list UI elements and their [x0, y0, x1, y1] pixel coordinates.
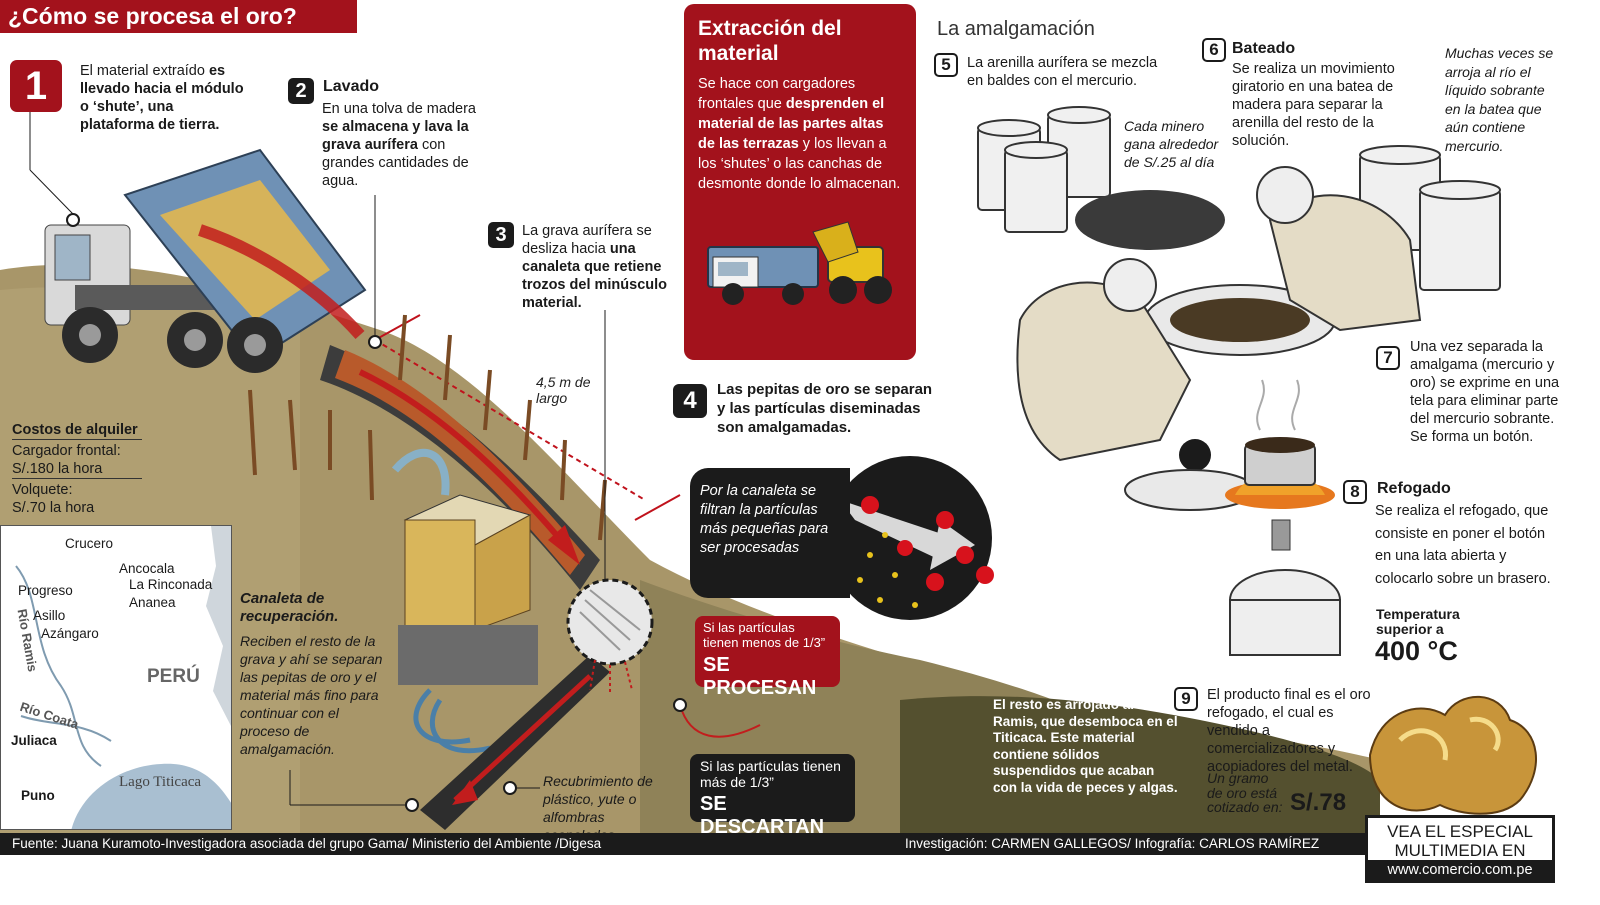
- place-la-rinconada: La Rinconada: [129, 577, 213, 592]
- step-7-text: Una vez separada la amalgama (mercurio y…: [1410, 339, 1560, 445]
- temperature-value: 400 °C: [1375, 636, 1458, 666]
- process-result: SE PROCESAN: [703, 654, 817, 699]
- gold-nuggets-illustration: [1368, 695, 1537, 815]
- place-puno: Puno: [21, 788, 55, 803]
- miner-earnings-note: Cada minero gana alrededor de S/.25 al d…: [1124, 118, 1219, 170]
- river-bed: [900, 696, 1380, 840]
- map-country: PERÚ: [147, 666, 200, 687]
- wooden-hopper-illustration: [398, 494, 538, 685]
- footer-bar: Fuente: Juana Kuramoto-Investigadora aso…: [0, 833, 1365, 855]
- extraction-text: Se hace con cargadores frontales que des…: [698, 76, 901, 192]
- special-url-link[interactable]: www.comercio.com.pe: [1368, 860, 1552, 880]
- step-3-number: 3: [488, 222, 514, 248]
- map-lake: Lago Titicaca: [119, 774, 202, 790]
- step-8-number: 8: [1343, 480, 1367, 504]
- place-asillo: Asillo: [33, 608, 66, 623]
- step-9-text: El producto final es el oro refogado, el…: [1207, 687, 1371, 775]
- dump-truck-illustration: [44, 148, 367, 373]
- step-4-number: 4: [673, 384, 707, 418]
- step-6-text: Se realiza un movimiento giratorio en un…: [1232, 61, 1395, 149]
- amalgamation-illustration: [977, 106, 1501, 656]
- costs-truck-label: Volquete:: [12, 482, 73, 498]
- step-5-number: 5: [934, 53, 958, 77]
- river-note: El resto es arrojado al río Ramis, que d…: [993, 697, 1178, 795]
- step-3-text: La grava aurífera se desliza hacia una c…: [522, 223, 668, 311]
- amalgamation-title: La amalgamación: [937, 18, 1095, 40]
- title-banner: ¿Cómo se procesa el oro?: [0, 0, 357, 33]
- gold-price-label: Un gramo de oro está cotizado en:: [1207, 770, 1283, 815]
- step-8-title: Refogado: [1377, 480, 1451, 497]
- costs-loader-label: Cargador frontal:: [12, 443, 121, 459]
- step-6-number: 6: [1202, 38, 1226, 62]
- place-azangaro: Azángaro: [41, 626, 99, 641]
- gold-price-value: S/.78: [1290, 789, 1347, 816]
- place-progreso: Progreso: [18, 583, 73, 598]
- length-label: 4,5 m de largo: [536, 374, 591, 406]
- lake-titicaca-shape: [71, 763, 231, 829]
- multimedia-special-box[interactable]: VEA EL ESPECIAL MULTIMEDIA EN www.comerc…: [1365, 815, 1555, 883]
- map-shapes: [15, 526, 231, 829]
- place-ancocala: Ancocala: [119, 561, 175, 576]
- costs-title: Costos de alquiler: [12, 422, 142, 440]
- step-2-text: En una tolva de madera se almacena y lav…: [322, 101, 476, 189]
- recovery-title: Canaleta de recuperación.: [240, 590, 339, 625]
- filter-note-text: Por la canaleta se filtran la partículas…: [700, 483, 829, 556]
- place-crucero: Crucero: [65, 536, 114, 551]
- discard-box: Si las partículas tienen más de 1/3” SE …: [690, 754, 855, 838]
- step-4-text: Las pepitas de oro se separan y las part…: [717, 381, 933, 436]
- step-2-title: Lavado: [323, 78, 380, 95]
- extraction-panel: Extracción del material Se hace con carg…: [684, 4, 916, 360]
- step-6-title: Bateado: [1232, 40, 1296, 57]
- special-line-1: VEA EL ESPECIAL: [1387, 822, 1533, 841]
- filter-note-bubble: Por la canaleta se filtran la partículas…: [690, 468, 850, 598]
- costs-truck-price: S/.70 la hora: [12, 500, 95, 516]
- rental-costs: Costos de alquiler Cargador frontal: S/.…: [12, 422, 142, 517]
- special-line-2: MULTIMEDIA EN: [1394, 841, 1526, 860]
- discard-result: SE DESCARTAN: [700, 793, 825, 838]
- costs-loader-price: S/.180 la hora: [12, 460, 142, 479]
- footer-credits: Investigación: CARMEN GALLEGOS/ Infograf…: [905, 836, 1320, 851]
- location-map: Crucero Ancocala La Rinconada Ananea Pro…: [0, 525, 232, 830]
- recovery-text: Reciben el resto de la grava y ahí se se…: [240, 633, 383, 757]
- step-8-text: Se realiza el refogado, que consiste en …: [1375, 503, 1551, 587]
- place-ananea: Ananea: [129, 595, 176, 610]
- step-2-number: 2: [288, 78, 314, 104]
- process-condition: Si las partículas tienen menos de 1/3”: [703, 620, 826, 650]
- loader-truck-illustration: [707, 221, 892, 305]
- step-7-number: 7: [1376, 346, 1400, 370]
- step-9-number: 9: [1174, 687, 1198, 711]
- step-1-text: El material extraído es llevado hacia el…: [80, 63, 244, 133]
- temperature-label: Temperatura superior a: [1376, 606, 1460, 637]
- discard-condition: Si las partículas tienen más de 1/3”: [700, 758, 841, 790]
- extraction-title: Extracción del material: [698, 17, 842, 65]
- hillside-ground: [0, 264, 1380, 840]
- mercury-river-note: Muchas veces se arroja al río el líquido…: [1445, 45, 1554, 154]
- footer-source: Fuente: Juana Kuramoto-Investigadora aso…: [12, 836, 602, 851]
- process-box: Si las partículas tienen menos de 1/3” S…: [695, 616, 840, 699]
- place-juliaca: Juliaca: [11, 733, 57, 748]
- step-1-number: 1: [10, 60, 62, 112]
- step-5-text: La arenilla aurífera se mezcla en baldes…: [967, 55, 1158, 89]
- page-title: ¿Cómo se procesa el oro?: [8, 3, 297, 29]
